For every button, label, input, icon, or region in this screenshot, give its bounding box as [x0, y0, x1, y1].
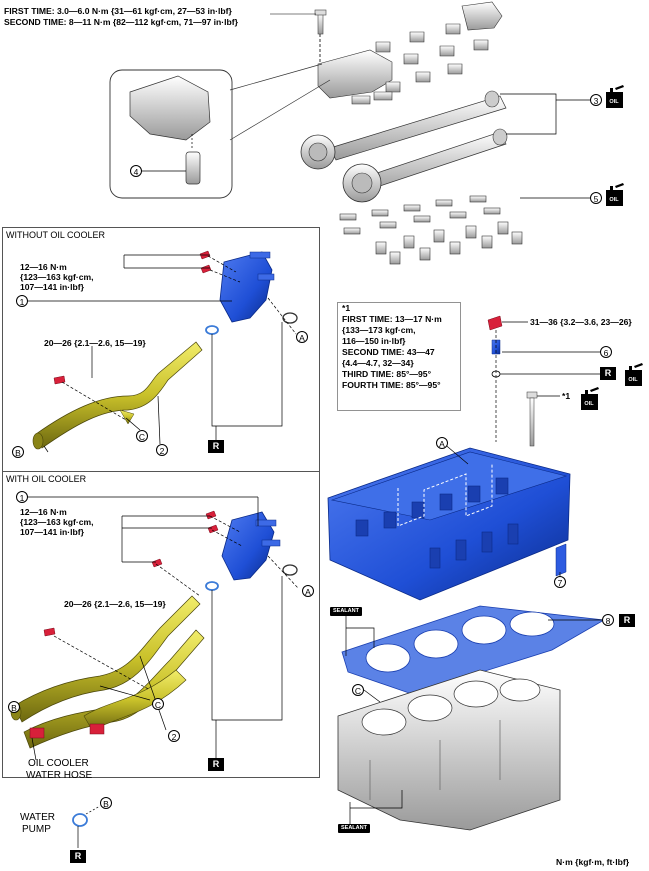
head-gasket	[341, 605, 606, 695]
callout-c: C	[352, 684, 364, 696]
water-pump-label-line2: PUMP	[22, 824, 51, 835]
head-bolt-torque-first: FIRST TIME: 3.0—6.0 N·m {31—61 kgf·cm, 2…	[4, 6, 232, 16]
callout-a: A	[436, 437, 448, 449]
callout-6: 6	[600, 346, 612, 358]
callout-b: B	[100, 797, 112, 809]
callout-5: 5	[590, 192, 602, 204]
cylinder-head	[327, 441, 571, 601]
star1-line3: 116—150 in·lbf}	[342, 336, 406, 346]
units-note: N·m {kgf·m, ft·lbf}	[556, 857, 630, 867]
torque-bolt-with-line3: 107—141 in·lbf}	[20, 527, 84, 537]
sealant-tube-icon: SEALANT	[330, 607, 362, 616]
replace-r-icon: R	[208, 758, 224, 771]
section-title-with-oil-cooler: WITH OIL COOLER	[6, 474, 87, 484]
callout-a: A	[302, 585, 314, 597]
section-title-without-oil-cooler: WITHOUT OIL COOLER	[6, 230, 106, 240]
replace-r-icon: R	[208, 440, 224, 453]
head-bolt-torque-second: SECOND TIME: 8—11 N·m {82—112 kgf·cm, 71…	[4, 17, 239, 27]
callout-b: B	[8, 701, 20, 713]
camshaft-caps	[317, 1, 503, 105]
cylinder-head-bolt	[526, 391, 560, 447]
leaders-without-cooler	[28, 254, 297, 453]
rocker-arms	[339, 195, 523, 265]
torque-plug: 31—36 {3.2—3.6, 23—26}	[530, 317, 632, 327]
water-pump-label-line1: WATER	[20, 812, 55, 823]
oil-label: OIL	[609, 197, 619, 203]
sealant-leaders	[345, 614, 403, 824]
star1-line6: THIRD TIME: 85°—95°	[342, 369, 432, 379]
sealant-tube-icon: SEALANT	[338, 824, 370, 833]
star1-line5: {4.4—4.7, 32—34}	[342, 358, 414, 368]
oil-can-icon: OIL	[622, 362, 644, 388]
callout-8: 8	[602, 614, 614, 626]
callout-2: 2	[168, 730, 180, 742]
bolts-without-cooler	[53, 250, 212, 385]
oil-can-icon: OIL	[603, 182, 625, 208]
star1-line1: FIRST TIME: 13—17 N·m	[342, 314, 442, 324]
star1-note-tag: *1	[342, 303, 351, 313]
torque-bolt-without-line2: {123—163 kgf·cm,	[20, 272, 94, 282]
plug-and-seal	[487, 315, 600, 442]
camshafts	[300, 90, 508, 203]
replace-r-icon: R	[70, 850, 86, 863]
torque-bolt-with-line2: {123—163 kgf·cm,	[20, 517, 94, 527]
callout-b: B	[12, 446, 24, 458]
star1-ref: *1	[562, 391, 571, 401]
star1-line2: {133—173 kgf·cm,	[342, 325, 416, 335]
oil-can-icon: OIL	[603, 84, 625, 110]
oil-cooler-hose-label-line2: WATER HOSE	[26, 770, 93, 781]
water-outlet-with-cooler	[205, 511, 298, 591]
oil-label: OIL	[609, 99, 619, 105]
callout-a: A	[296, 331, 308, 343]
callout-3: 3	[590, 94, 602, 106]
water-outlet-without-cooler	[205, 251, 298, 335]
callout-4: 4	[130, 165, 142, 177]
head-bolt-top	[270, 9, 327, 64]
cylinder-block	[337, 669, 561, 831]
torque-bolt-without-line3: 107—141 in·lbf}	[20, 282, 84, 292]
replace-r-icon: R	[600, 367, 616, 380]
star1-line4: SECOND TIME: 43—47	[342, 347, 435, 357]
star1-line7: FOURTH TIME: 85°—95°	[342, 380, 441, 390]
leader-lines-top	[500, 93, 590, 199]
callout-c: C	[136, 430, 148, 442]
callout-1: 1	[16, 295, 28, 307]
bolts-with-cooler	[43, 510, 219, 637]
torque-bolt-with-line1: 12—16 N·m	[20, 507, 67, 517]
replace-r-icon: R	[619, 614, 635, 627]
callout-7: 7	[554, 576, 566, 588]
water-pump-oring	[72, 805, 101, 848]
callout-2: 2	[156, 444, 168, 456]
oil-cooler-hose-label-line1: OIL COOLER	[28, 758, 89, 769]
water-pipe-with-cooler	[10, 595, 205, 749]
star1-note-frame	[337, 302, 461, 411]
oil-can-icon: OIL	[578, 386, 600, 412]
torque-pipe-with: 20—26 {2.1—2.6, 15—19}	[64, 599, 166, 609]
with-oil-cooler-frame	[2, 471, 320, 778]
leaders-with-cooler	[28, 496, 299, 761]
oil-label: OIL	[584, 401, 594, 407]
torque-pipe-without: 20—26 {2.1—2.6, 15—19}	[44, 338, 146, 348]
torque-bolt-without-line1: 12—16 N·m	[20, 262, 67, 272]
hla-detail-inset	[109, 63, 331, 199]
callout-c: C	[152, 698, 164, 710]
water-pipe-without-cooler	[32, 341, 203, 450]
oil-label: OIL	[628, 377, 638, 383]
callout-1: 1	[16, 491, 28, 503]
